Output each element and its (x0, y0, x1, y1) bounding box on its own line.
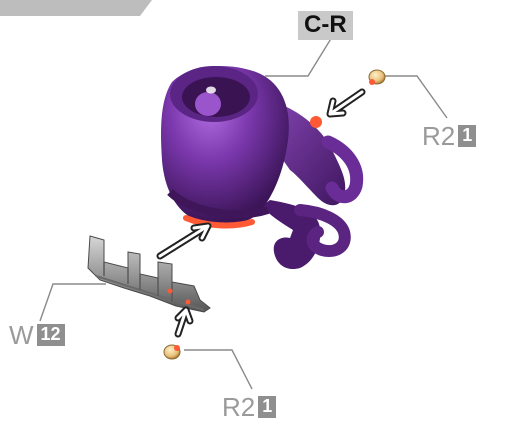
callout-r2-bottom: R2 1 (222, 394, 276, 420)
callout-qty-badge: 1 (258, 396, 276, 418)
callout-code: R2 (422, 123, 455, 149)
callout-qty-badge: 12 (37, 324, 65, 346)
part-code-label: C-R (298, 11, 353, 40)
pin-part-icon (369, 70, 385, 85)
callout-r2-top: R2 1 (422, 123, 476, 149)
callout-code: W (9, 322, 34, 348)
callout-qty-badge: 1 (458, 125, 476, 147)
insert-arrow-icon (160, 226, 208, 256)
callout-w: W 12 (9, 322, 65, 348)
insert-arrow-icon (178, 310, 190, 334)
insert-arrow-icon (330, 92, 362, 114)
hand-part-icon (88, 236, 210, 312)
header-tab-icon (0, 0, 152, 16)
pin-part-icon (164, 345, 180, 359)
callout-code: R2 (222, 394, 255, 420)
